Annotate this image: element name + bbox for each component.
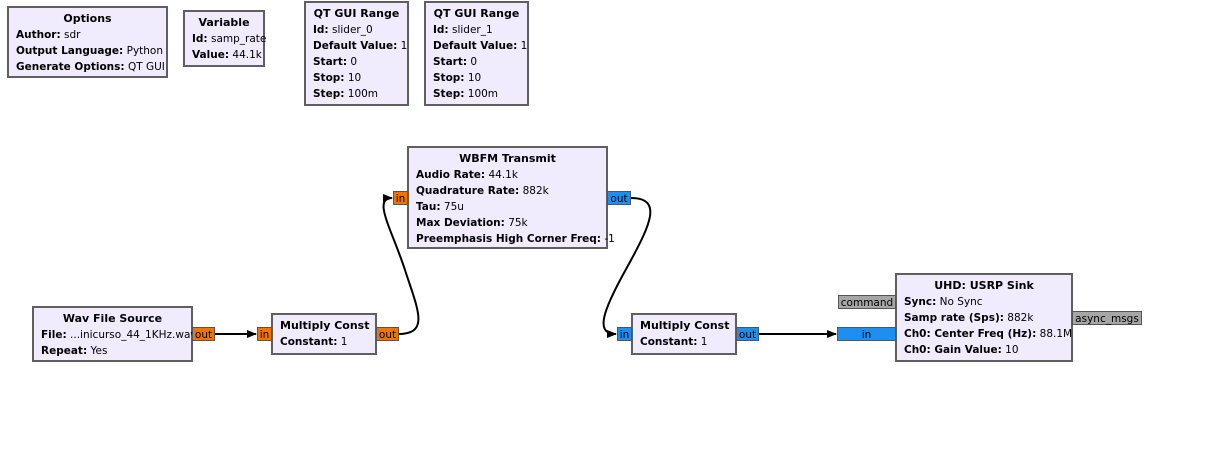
block-title: QT GUI Range <box>313 7 400 20</box>
block-param: Start: 0 <box>313 56 358 68</box>
block-param: Ch0: Gain Value: 10 <box>904 344 1019 356</box>
options-block[interactable]: Options Author: sdr Output Language: Pyt… <box>7 6 168 78</box>
variable-block[interactable]: Variable Id: samp_rate Value: 44.1k <box>183 10 267 67</box>
block-param: Quadrature Rate: 882k <box>416 185 549 197</box>
block-param: Id: slider_0 <box>313 24 373 36</box>
block-param: Stop: 10 <box>433 72 482 84</box>
multiply-const-block[interactable]: Multiply Const Constant: 1 <box>631 313 737 355</box>
multiply-const-block[interactable]: Multiply Const Constant: 1 <box>271 313 377 355</box>
block-title: Wav File Source <box>62 312 163 325</box>
block-param: Id: samp_rate <box>192 33 267 45</box>
block-param: Constant: 1 <box>280 336 348 348</box>
block-param: Sync: No Sync <box>904 296 983 308</box>
wire-mult1-to-wbfm[interactable] <box>382 194 420 335</box>
block-param: Output Language: Python <box>16 45 164 57</box>
block-title: UHD: USRP Sink <box>934 279 1034 292</box>
block-param: Default Value: 1 <box>433 40 528 52</box>
block-param: Author: sdr <box>16 29 81 41</box>
block-param: Repeat: Yes <box>41 345 108 357</box>
block-param: Max Deviation: 75k <box>416 217 528 229</box>
block-title: QT GUI Range <box>433 7 520 20</box>
multiply-const-in-port[interactable]: in <box>257 327 272 341</box>
wire-wbfm-to-mult2[interactable] <box>602 197 652 338</box>
block-title: Variable <box>198 16 250 29</box>
block-param: Audio Rate: 44.1k <box>416 169 518 181</box>
qt-gui-range-block[interactable]: QT GUI Range Id: slider_1 Default Value:… <box>424 1 529 106</box>
block-param: Samp rate (Sps): 882k <box>904 312 1034 324</box>
wav-out-port[interactable]: out <box>192 327 215 341</box>
block-param: Default Value: 1 <box>313 40 408 52</box>
wav-file-source-block[interactable]: Wav File Source File: ...inicurso_44_1KH… <box>32 306 197 362</box>
block-param: Tau: 75u <box>416 201 464 213</box>
block-param: Start: 0 <box>433 56 478 68</box>
block-title: Options <box>63 12 112 25</box>
wbfm-out-port[interactable]: out <box>607 191 631 205</box>
block-param: Stop: 10 <box>313 72 362 84</box>
block-param: Ch0: Center Freq (Hz): 88.1M <box>904 328 1073 340</box>
block-title: WBFM Transmit <box>459 152 556 165</box>
multiply-const-in-port[interactable]: in <box>617 327 632 341</box>
usrp-in-port[interactable]: in <box>837 327 896 341</box>
block-title: Multiply Const <box>280 319 370 332</box>
block-param: Step: 100m <box>433 88 499 100</box>
block-param: Constant: 1 <box>640 336 708 348</box>
block-param: Preemphasis High Corner Freq: -1 <box>416 233 615 245</box>
wbfm-in-port[interactable]: in <box>393 191 408 205</box>
block-title: Multiply Const <box>640 319 730 332</box>
block-param: File: ...inicurso_44_1KHz.wav <box>41 329 197 341</box>
wbfm-transmit-block[interactable]: WBFM Transmit Audio Rate: 44.1k Quadratu… <box>407 146 615 249</box>
usrp-sink-block[interactable]: UHD: USRP Sink Sync: No Sync Samp rate (… <box>895 273 1073 362</box>
usrp-async-msgs-port[interactable]: async_msgs <box>1072 311 1142 325</box>
multiply-const-out-port[interactable]: out <box>376 327 399 341</box>
usrp-command-port[interactable]: command <box>838 295 896 309</box>
block-param: Value: 44.1k <box>192 49 262 61</box>
qt-gui-range-block[interactable]: QT GUI Range Id: slider_0 Default Value:… <box>304 1 409 106</box>
block-param: Step: 100m <box>313 88 379 100</box>
block-param: Id: slider_1 <box>433 24 493 36</box>
block-param: Generate Options: QT GUI <box>16 61 165 73</box>
multiply-const-out-port[interactable]: out <box>736 327 759 341</box>
